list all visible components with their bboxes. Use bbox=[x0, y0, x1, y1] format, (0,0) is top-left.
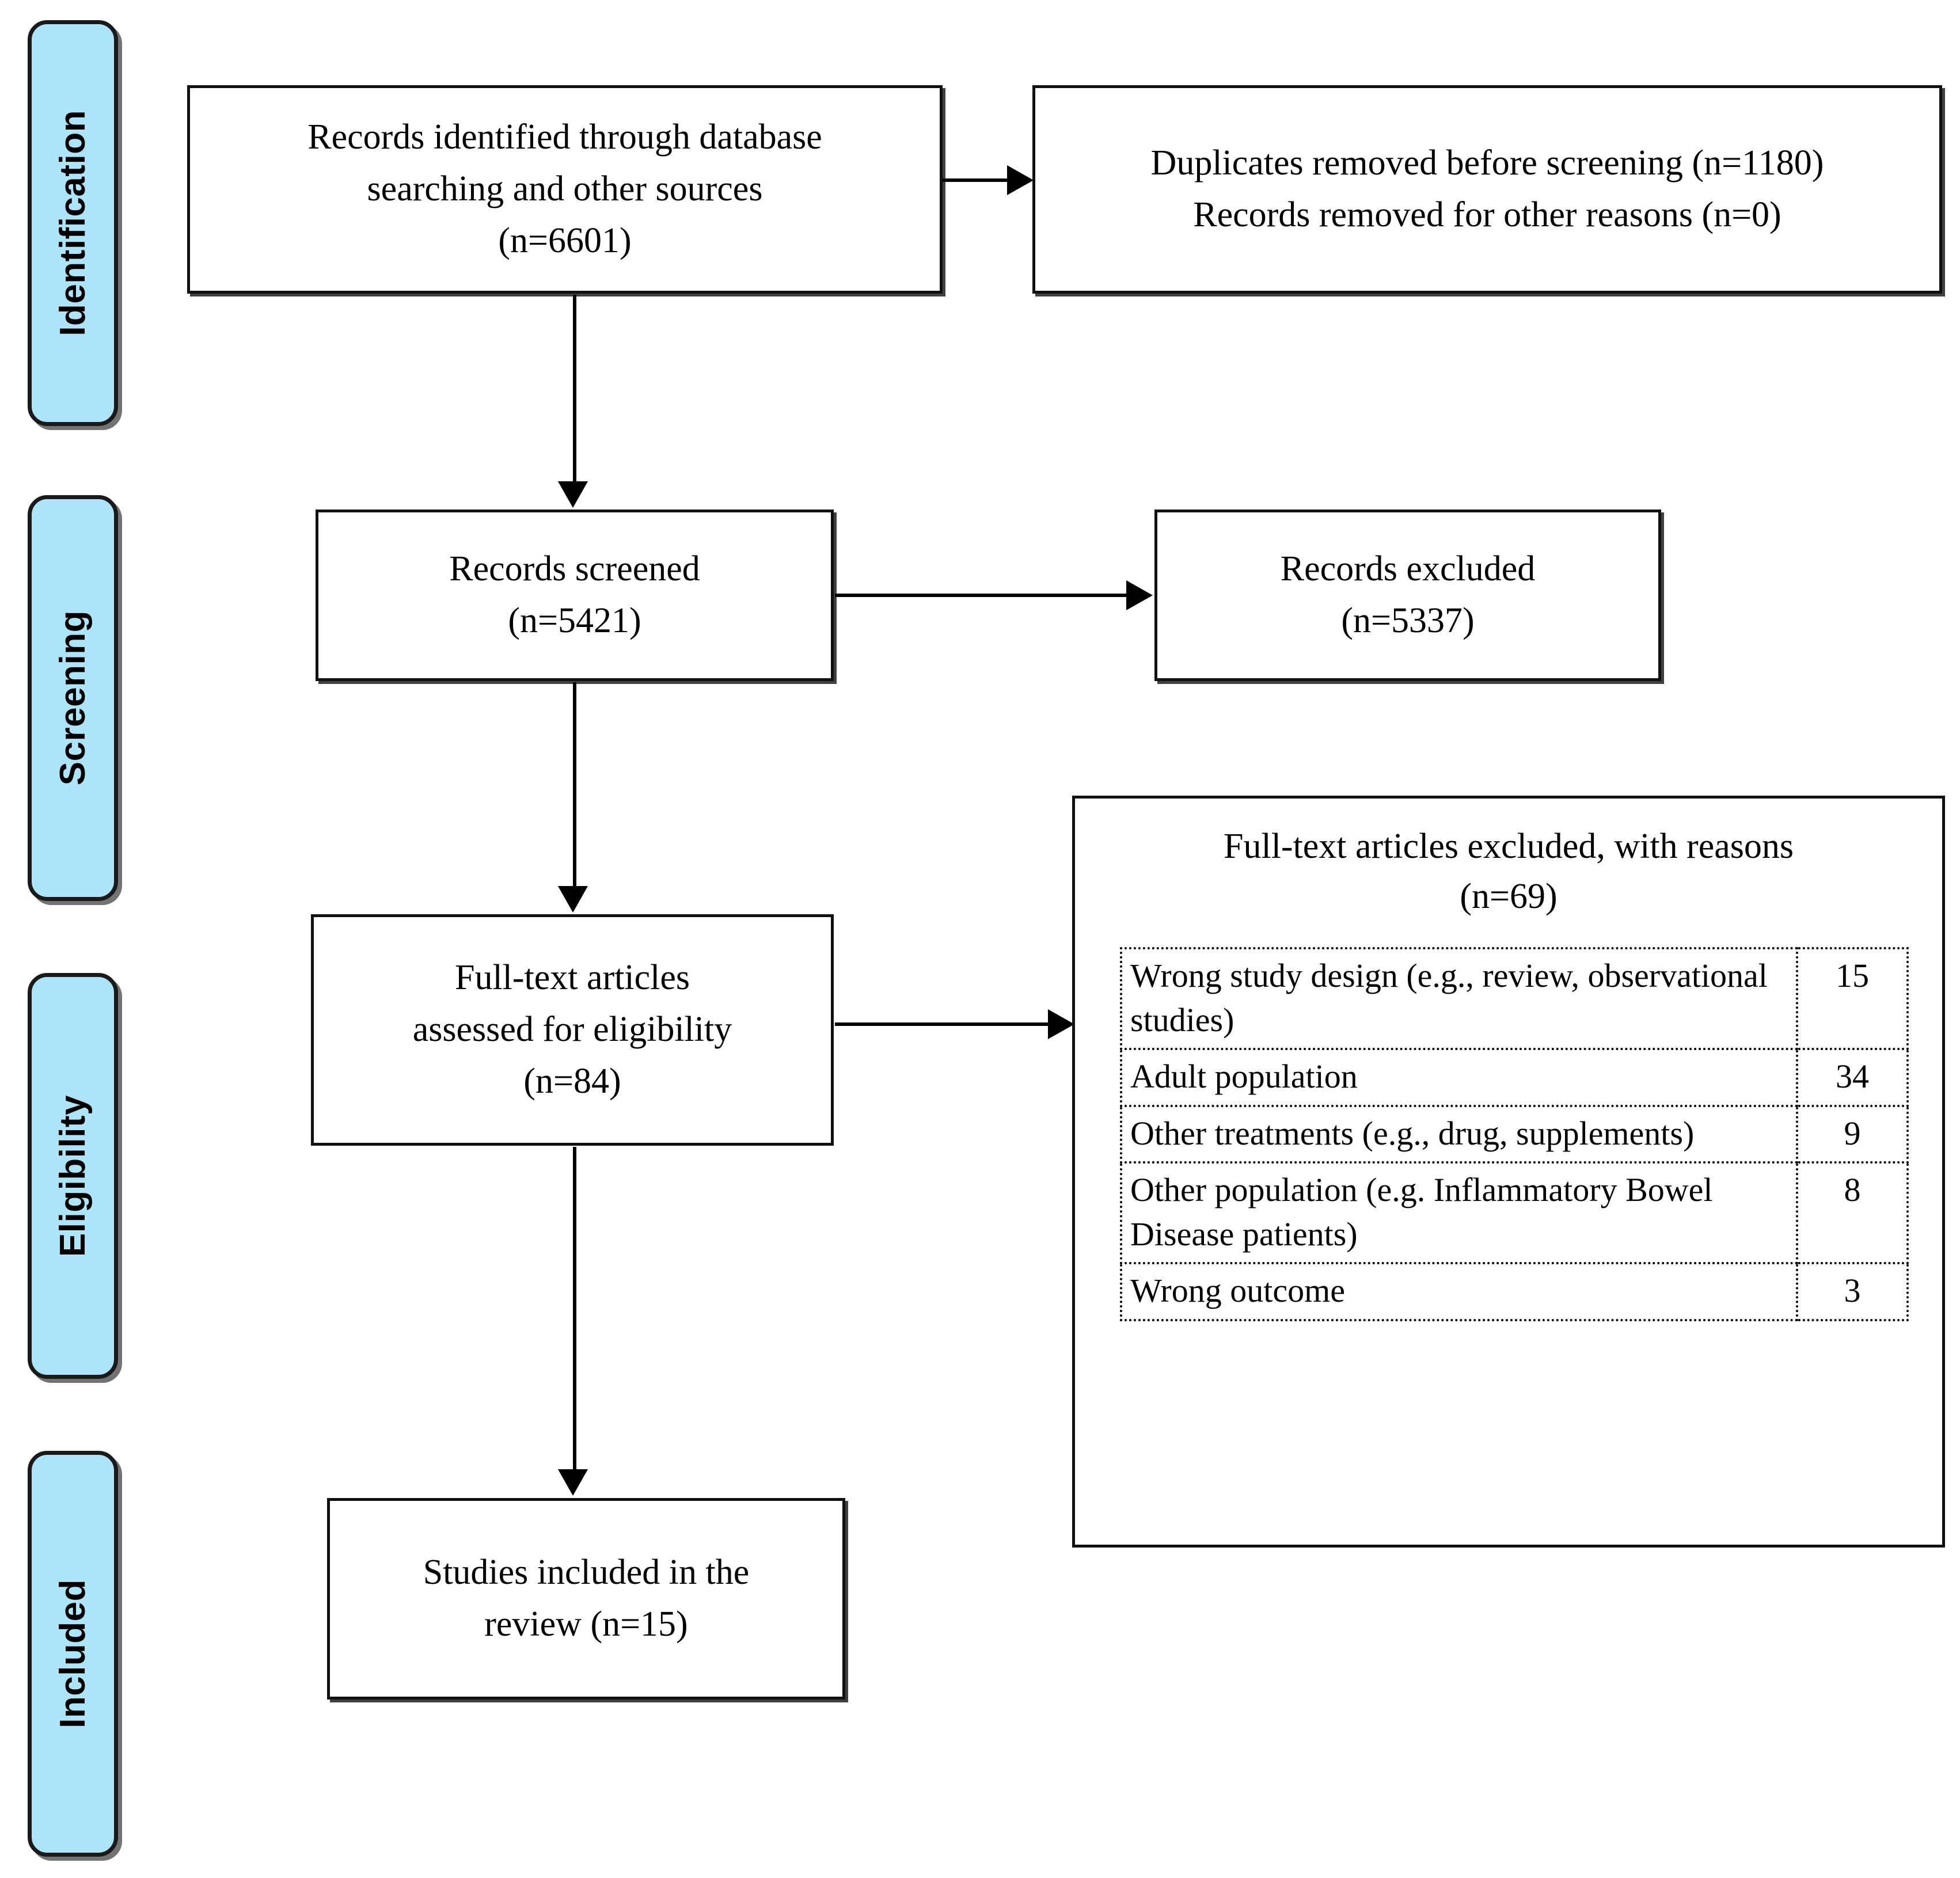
excluded-reasons-table: Wrong study design (e.g., review, observ… bbox=[1120, 946, 1909, 1321]
excluded-with-reasons-title: Full-text articles excluded, with reason… bbox=[1223, 827, 1794, 916]
table-row: Wrong study design (e.g., review, observ… bbox=[1120, 946, 1909, 1051]
connector-screened-to-fulltext bbox=[573, 682, 576, 888]
stage-tab-screening-label: Screening bbox=[52, 610, 93, 786]
reason-label: Other population (e.g. Inflammatory Bowe… bbox=[1120, 1161, 1798, 1265]
reason-label: Adult population bbox=[1120, 1048, 1798, 1107]
arrowhead-screened-to-excluded bbox=[1126, 580, 1153, 610]
arrowhead-fulltext-to-excluded-reasons bbox=[1048, 1009, 1074, 1039]
table-row: Other population (e.g. Inflammatory Bowe… bbox=[1120, 1161, 1909, 1265]
reason-count: 3 bbox=[1796, 1262, 1909, 1321]
table-row: Adult population 34 bbox=[1120, 1048, 1909, 1107]
reason-count: 8 bbox=[1796, 1161, 1909, 1265]
box-records-identified: Records identified through database sear… bbox=[187, 85, 943, 294]
reason-label: Other treatments (e.g., drug, supplement… bbox=[1120, 1104, 1798, 1164]
excluded-reasons-table-body: Wrong study design (e.g., review, observ… bbox=[1120, 946, 1909, 1321]
reason-count: 15 bbox=[1796, 946, 1909, 1051]
connector-identified-to-duplicates bbox=[943, 178, 1011, 182]
connector-identified-to-screened bbox=[573, 295, 576, 484]
reason-count: 9 bbox=[1796, 1104, 1909, 1164]
arrowhead-identified-to-screened bbox=[558, 481, 588, 508]
arrowhead-screened-to-fulltext bbox=[558, 886, 588, 913]
stage-tab-eligibility-label: Eligibility bbox=[52, 1094, 93, 1257]
box-fulltext-assessed-text: Full-text articles assessed for eligibil… bbox=[412, 958, 732, 1101]
table-row: Other treatments (e.g., drug, supplement… bbox=[1120, 1104, 1909, 1164]
connector-fulltext-to-excluded-reasons bbox=[835, 1022, 1064, 1026]
stage-tab-screening: Screening bbox=[28, 495, 118, 901]
stage-tab-identification: Identification bbox=[28, 20, 118, 426]
box-duplicates-removed-text: Duplicates removed before screening (n=1… bbox=[1150, 143, 1824, 234]
box-duplicates-removed: Duplicates removed before screening (n=1… bbox=[1032, 85, 1942, 294]
arrowhead-identified-to-duplicates bbox=[1007, 165, 1034, 195]
reason-label: Wrong outcome bbox=[1120, 1262, 1798, 1321]
stage-tab-identification-label: Identification bbox=[52, 110, 93, 336]
box-records-identified-text: Records identified through database sear… bbox=[307, 117, 822, 260]
box-records-excluded: Records excluded (n=5337) bbox=[1154, 510, 1661, 681]
arrowhead-fulltext-to-included bbox=[558, 1469, 588, 1496]
stage-tab-included-label: Included bbox=[52, 1579, 93, 1728]
reason-label: Wrong study design (e.g., review, observ… bbox=[1120, 946, 1798, 1051]
stage-tab-eligibility: Eligibility bbox=[28, 973, 118, 1379]
box-fulltext-assessed: Full-text articles assessed for eligibil… bbox=[311, 914, 834, 1146]
box-studies-included-text: Studies included in the review (n=15) bbox=[423, 1553, 750, 1644]
box-excluded-with-reasons: Full-text articles excluded, with reason… bbox=[1072, 796, 1945, 1548]
connector-screened-to-excluded bbox=[835, 594, 1130, 597]
box-records-excluded-text: Records excluded (n=5337) bbox=[1280, 549, 1536, 640]
stage-tab-included: Included bbox=[28, 1451, 118, 1857]
box-studies-included: Studies included in the review (n=15) bbox=[327, 1498, 845, 1700]
table-row: Wrong outcome 3 bbox=[1120, 1262, 1909, 1321]
reason-count: 34 bbox=[1796, 1048, 1909, 1107]
box-records-screened-text: Records screened (n=5421) bbox=[449, 549, 700, 640]
box-records-screened: Records screened (n=5421) bbox=[316, 510, 834, 681]
connector-fulltext-to-included bbox=[573, 1147, 576, 1472]
